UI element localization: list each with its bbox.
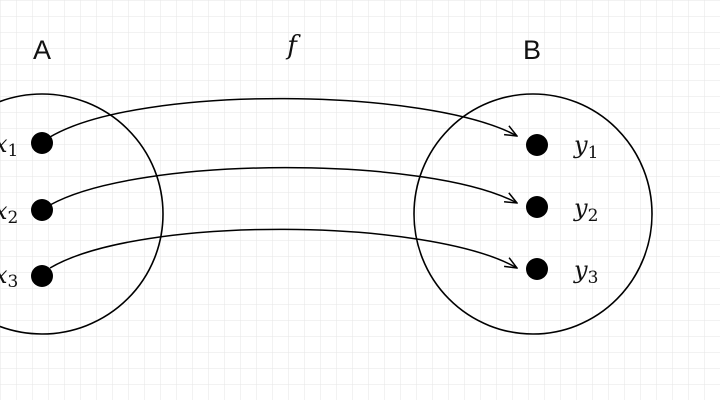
codomain-element-dot-1 [526,134,548,156]
mapping-arrow-3 [49,228,517,268]
domain-element-dot-2 [31,199,53,221]
codomain-element-dot-3 [526,258,548,280]
domain-element-label-2: x2 [0,197,18,228]
domain-element-dot-1 [31,132,53,154]
domain-element-dot-3 [31,265,53,287]
mapping-arrow-2 [49,166,517,206]
domain-element-label-1: x1 [0,130,18,161]
domain-element-label-3: x3 [0,261,18,292]
codomain-element-label-3: y3 [573,256,598,288]
codomain-element-label-1: y1 [573,131,598,163]
set-a-circle [0,93,164,335]
mapping-arrow-1 [49,97,517,138]
set-a-label: A [33,35,51,65]
set-b-label: B [523,35,541,65]
codomain-element-dot-2 [526,196,548,218]
set-b-circle [413,93,653,335]
codomain-element-label-2: y2 [573,194,598,226]
